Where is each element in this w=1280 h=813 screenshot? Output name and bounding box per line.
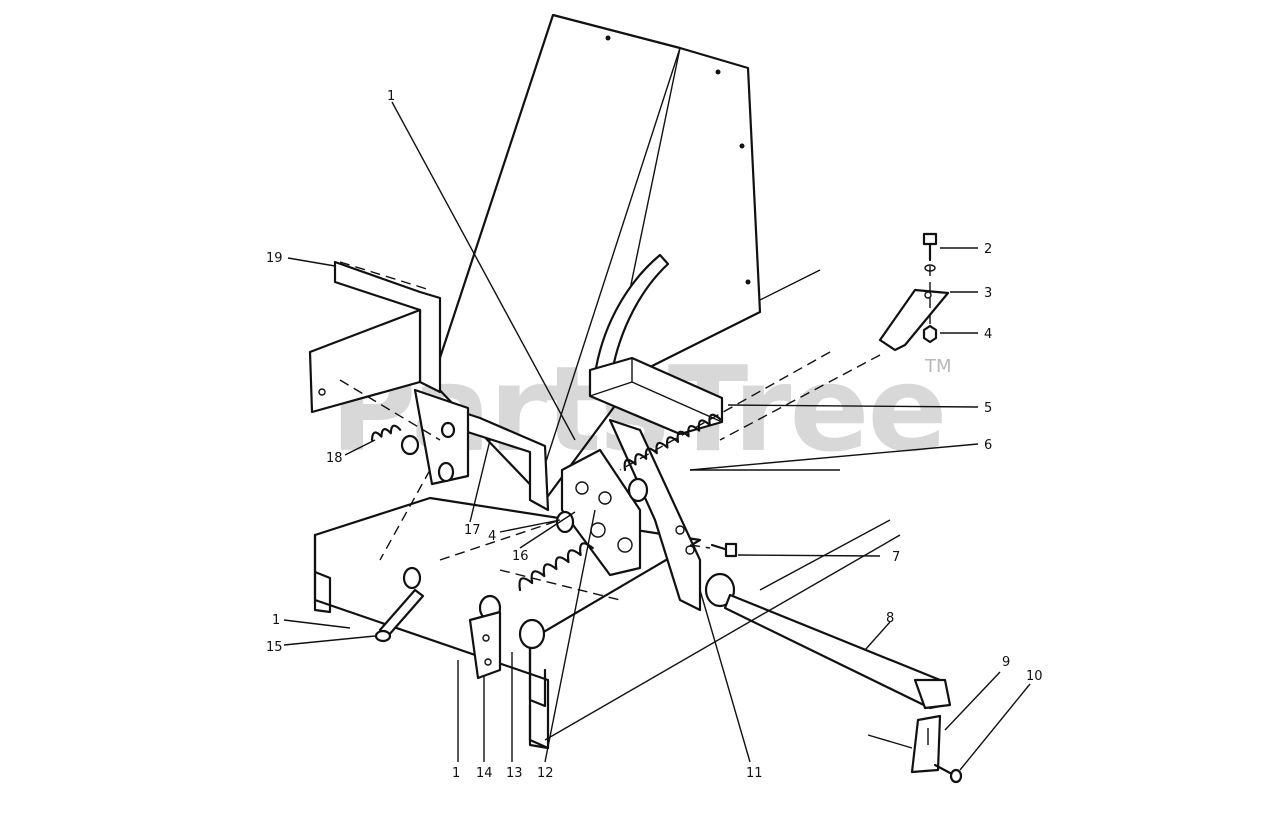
- callout-12: 12: [537, 766, 554, 781]
- callout-4-right: 4: [984, 327, 992, 342]
- pivot-hardware: [400, 421, 736, 650]
- callout-labels: 1 19 18 17 4 16 1 15 1 14 13 12 11 2 3 4…: [266, 89, 1043, 781]
- callout-10: 10: [1026, 669, 1043, 684]
- pivot-link: [560, 448, 642, 577]
- left-bracket: [308, 260, 442, 414]
- nut-4: [922, 324, 938, 344]
- handle-lever: [594, 253, 670, 374]
- callout-17: 17: [464, 523, 481, 538]
- callout-19: 19: [266, 251, 283, 266]
- watermark-trademark: TM: [924, 356, 952, 377]
- callout-1-left: 1: [272, 613, 280, 628]
- handle-grip: [588, 356, 724, 436]
- base-frame: [313, 496, 702, 750]
- callout-7: 7: [892, 550, 900, 565]
- callout-3: 3: [984, 286, 992, 301]
- callout-9: 9: [1002, 655, 1010, 670]
- leader-lines: [283, 101, 1031, 771]
- callout-8: 8: [886, 611, 894, 626]
- callout-15: 15: [266, 640, 283, 655]
- callout-6: 6: [984, 438, 992, 453]
- callout-5: 5: [984, 401, 992, 416]
- spring-upper: [623, 413, 722, 472]
- callout-11: 11: [746, 766, 763, 781]
- callout-1-bottom: 1: [452, 766, 460, 781]
- callout-2: 2: [984, 242, 992, 257]
- callout-18: 18: [326, 451, 343, 466]
- callout-13: 13: [506, 766, 523, 781]
- clevis-pin: [374, 588, 425, 643]
- spring-small: [370, 424, 402, 442]
- assembly-lines: [339, 250, 931, 749]
- callout-4-left: 4: [488, 529, 496, 544]
- callout-1-top: 1: [387, 89, 395, 104]
- bolt-7: [710, 542, 738, 558]
- clip-plate: [910, 714, 942, 774]
- callout-16: 16: [512, 549, 529, 564]
- upper-bracket: [878, 288, 950, 352]
- screw-10: [933, 763, 963, 784]
- pivot-arm: [608, 418, 702, 612]
- control-rod: [723, 593, 952, 710]
- link-plate: [468, 610, 502, 680]
- spring-lower: [518, 542, 594, 592]
- callout-14: 14: [476, 766, 493, 781]
